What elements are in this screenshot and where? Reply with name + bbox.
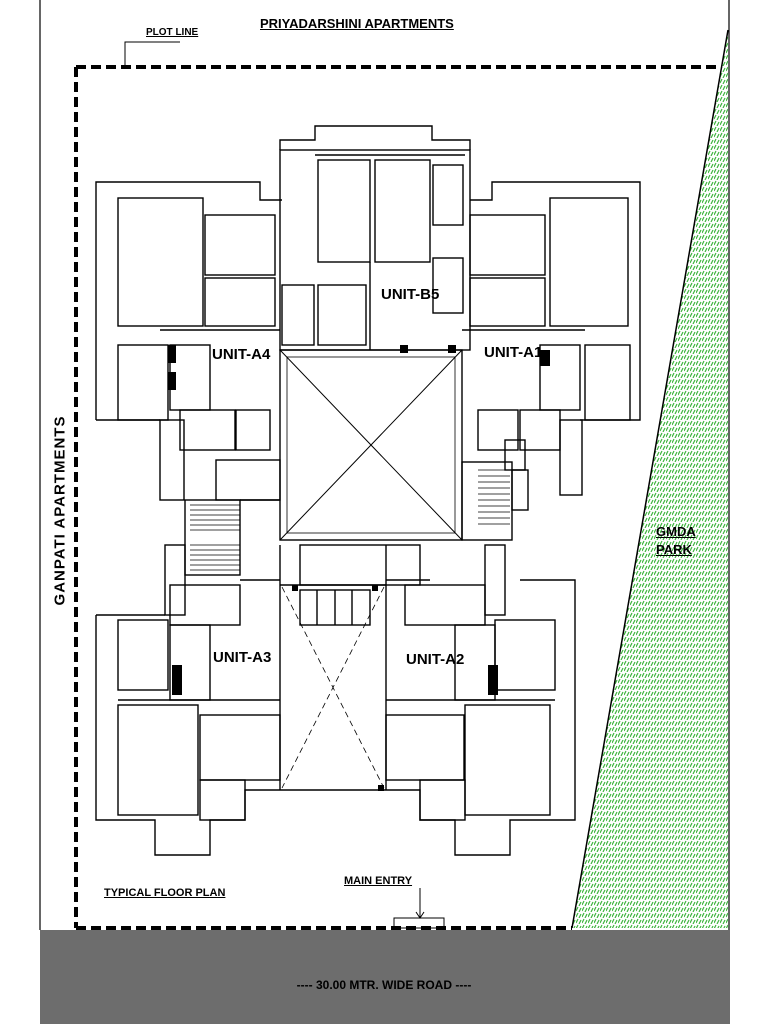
neighbor-west-label: GANPATI APARTMENTS bbox=[51, 415, 69, 606]
road-label: ---- 30.00 MTR. WIDE ROAD ---- bbox=[296, 978, 472, 992]
plot-line bbox=[74, 65, 720, 930]
unit-a4-label: UNIT-A4 bbox=[212, 346, 271, 363]
stairs-right bbox=[478, 469, 510, 525]
stairs-left bbox=[190, 504, 240, 571]
unit-b5-label: UNIT-B5 bbox=[381, 286, 440, 303]
shafts bbox=[168, 345, 550, 791]
park-label-line1: GMDA bbox=[656, 524, 696, 539]
main-entry-gate bbox=[393, 888, 445, 929]
main-entry-label: MAIN ENTRY bbox=[344, 875, 413, 887]
typical-floor-plan-label: TYPICAL FLOOR PLAN bbox=[104, 887, 226, 899]
plot-line-label: PLOT LINE bbox=[146, 27, 199, 38]
unit-a3-label: UNIT-A3 bbox=[213, 649, 272, 666]
park-boundary bbox=[571, 29, 729, 929]
building bbox=[95, 125, 641, 856]
unit-a2-label: UNIT-A2 bbox=[406, 651, 465, 668]
unit-a1-label: UNIT-A1 bbox=[484, 344, 543, 361]
plot-line-leader bbox=[124, 41, 180, 65]
building-title: PRIYADARSHINI APARTMENTS bbox=[260, 16, 454, 31]
park-label-line2: PARK bbox=[656, 542, 692, 557]
road-strip bbox=[40, 930, 730, 1024]
